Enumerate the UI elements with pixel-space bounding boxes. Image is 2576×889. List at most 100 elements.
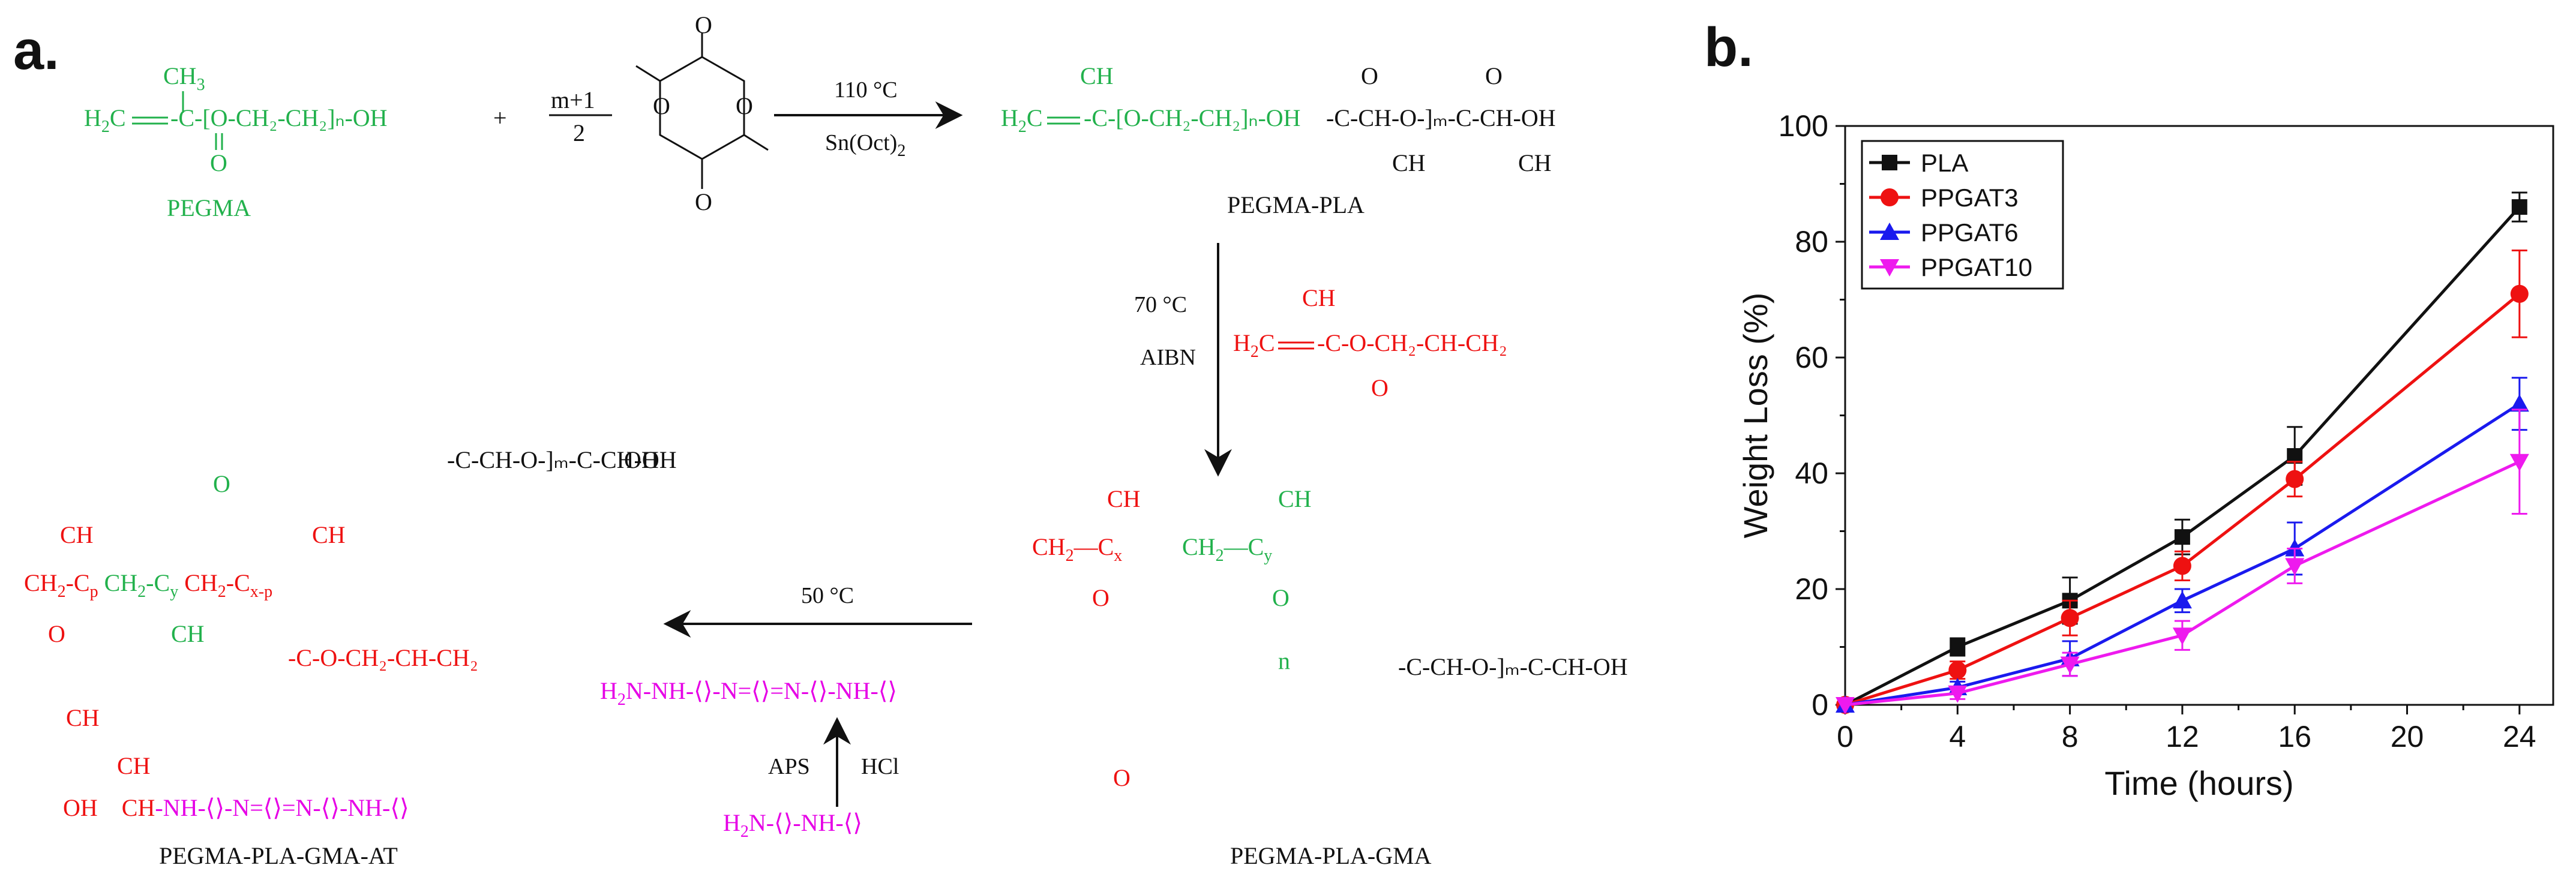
legend-marker-ppgat6 (1880, 223, 1899, 240)
aniline-tetramer: H2N-NH-⟨⟩-N=⟨⟩=N-⟨⟩-NH-⟨⟩ (600, 677, 897, 709)
legend-label-pla: PLA (1921, 149, 1968, 177)
data-point-ppgat3 (1948, 661, 1967, 680)
svg-text:CH: CH (1392, 149, 1426, 176)
svg-text:O: O (1113, 764, 1130, 791)
svg-text:-C-[O-CH₂-CH₂]ₙ-OH: -C-[O-CH₂-CH₂]ₙ-OH (1084, 104, 1301, 131)
legend-marker-ppgat10 (1880, 259, 1899, 277)
y-tick-label: 60 (1795, 341, 1828, 374)
svg-text:CH: CH (171, 620, 205, 647)
legend-marker-pla (1882, 155, 1897, 170)
step3-temperature: 50 °C (801, 583, 854, 608)
series-line-ppgat6 (1845, 403, 2521, 707)
data-point-ppgat10 (1836, 697, 1855, 714)
lactide-o-ring1: O (736, 92, 753, 119)
gma-structure: CH H2C -C-O-CH₂-CH-CH₂ O (1233, 284, 1507, 401)
svg-text:n: n (1278, 647, 1290, 674)
pegma-structure: CH3 H2C -C-[O-CH₂-CH₂]ₙ-OH O PEGMA (84, 62, 388, 221)
svg-text:CH: CH (1080, 62, 1114, 89)
y-axis-label: Weight Loss (%) (1737, 293, 1774, 539)
svg-text:O: O (1092, 584, 1109, 611)
svg-text:O: O (1272, 584, 1290, 611)
y-tick-label: 20 (1795, 572, 1828, 606)
aniline-oxidant: APS (768, 754, 810, 779)
data-point-ppgat3 (2286, 470, 2304, 488)
lactide-o-top: O (695, 11, 712, 38)
pegma-name: PEGMA (167, 194, 251, 221)
pegma-pla-gma-name: PEGMA-PLA-GMA (1230, 842, 1432, 869)
x-tick-label: 20 (2391, 720, 2424, 753)
svg-text:CH: CH (1107, 485, 1141, 512)
x-axis-label: Time (hours) (2104, 764, 2293, 802)
pegma-pla-gma-green: CH2—Cy (1182, 533, 1272, 565)
aniline-acid: HCl (861, 754, 899, 779)
step1-catalyst: Sn(Oct)2 (825, 130, 905, 160)
legend-label-ppgat10: PPGAT10 (1921, 253, 2032, 281)
legend-marker-ppgat3 (1881, 188, 1899, 206)
data-point-ppgat3 (2173, 557, 2191, 575)
panel-b-label: b. (1704, 17, 1753, 78)
svg-text:OH: OH (624, 446, 659, 473)
data-point-ppgat10 (2172, 627, 2192, 645)
step1-temperature: 110 °C (834, 77, 898, 103)
coefficient-denominator: 2 (573, 119, 585, 146)
pegma-pla-structure: CH H2C -C-[O-CH₂-CH₂]ₙ-OH -C-CH-O-]ₘ-C-C… (1001, 62, 1556, 218)
data-point-ppgat10 (2060, 656, 2080, 674)
lactide-structure (635, 33, 769, 189)
y-tick-label: 80 (1795, 225, 1828, 259)
data-point-ppgat6 (2509, 394, 2529, 412)
pegma-pla-gma-red: CH2—Cx (1032, 533, 1122, 565)
svg-text:CH: CH (1518, 149, 1552, 176)
aniline-dimer: H2N-⟨⟩-NH-⟨⟩ (723, 809, 862, 841)
x-tick-label: 12 (2166, 720, 2199, 753)
coefficient-numerator: m+1 (551, 86, 595, 113)
svg-text:-C-CH-O-]ₘ-C-CH-OH: -C-CH-O-]ₘ-C-CH-OH (1398, 653, 1628, 680)
svg-text:O: O (48, 620, 65, 647)
pegma-chain: -C-[O-CH₂-CH₂]ₙ-OH (170, 104, 388, 131)
at-backbone: CH2-Cp CH2-Cy CH2-Cx-p (24, 569, 272, 602)
data-point-pla (2511, 199, 2527, 215)
series-line-pla (1844, 206, 2521, 707)
aniline-synthesis: H2N-NH-⟨⟩-N=⟨⟩=N-⟨⟩-NH-⟨⟩ APS HCl H2N-⟨⟩… (600, 677, 899, 841)
panel-a: a. CH3 H2C -C-[O-CH₂-CH₂]ₙ-OH O PEGMA + … (13, 11, 1628, 869)
series-line-ppgat3 (1845, 292, 2521, 707)
gma-h2c: H2C (1233, 329, 1275, 361)
svg-text:CH: CH (117, 752, 151, 779)
at-pla-chain: -C-CH-O-]ₘ-C-CH-OH (447, 446, 677, 473)
panel-a-label: a. (13, 20, 59, 81)
data-point-ppgat10 (2285, 558, 2305, 576)
pegma-ch3: CH3 (163, 62, 205, 94)
data-point-pla (2174, 529, 2190, 545)
step2-initiator: AIBN (1140, 345, 1196, 370)
x-tick-label: 0 (1837, 720, 1854, 753)
legend-label-ppgat6: PPGAT6 (1921, 218, 2019, 247)
pegma-pla-green-part: H2C (1001, 104, 1043, 136)
svg-text:CH: CH (312, 521, 346, 548)
svg-text:CH: CH (1302, 284, 1336, 311)
pegma-pla-gma-structure: CH2—Cx CH CH2—Cy CH O O n -C-CH-O-]ₘ-C-C… (1032, 485, 1628, 869)
svg-text:-C-O-CH₂-CH-CH₂: -C-O-CH₂-CH-CH₂ (288, 644, 478, 671)
y-tick-label: 100 (1779, 109, 1828, 143)
x-tick-label: 4 (1949, 720, 1966, 753)
data-point-ppgat10 (1948, 685, 1968, 703)
lactide-o-ring2: O (653, 92, 670, 119)
step2-temperature: 70 °C (1134, 292, 1187, 317)
pegma-pla-gma-at-structure: O -C-CH-O-]ₘ-C-CH-OH OH CH CH CH2-Cp CH2… (24, 446, 677, 869)
series-line-ppgat10 (1845, 460, 2520, 707)
y-tick-label: 0 (1812, 688, 1828, 722)
plus-sign: + (493, 104, 507, 131)
y-tick-label: 40 (1795, 456, 1828, 490)
data-point-pla (1950, 639, 1966, 655)
svg-text:O: O (1485, 62, 1503, 89)
gma-chain: -C-O-CH₂-CH-CH₂ (1317, 329, 1507, 356)
svg-text:O: O (213, 470, 230, 497)
legend-label-ppgat3: PPGAT3 (1921, 184, 2019, 212)
data-point-ppgat3 (2061, 609, 2079, 627)
pegma-pla-gma-at-name: PEGMA-PLA-GMA-AT (159, 842, 398, 869)
x-tick-label: 16 (2278, 720, 2311, 753)
x-tick-label: 24 (2503, 720, 2536, 753)
pegma-h2c: H2C (84, 104, 126, 136)
pegma-carbonyl-o: O (210, 149, 227, 176)
